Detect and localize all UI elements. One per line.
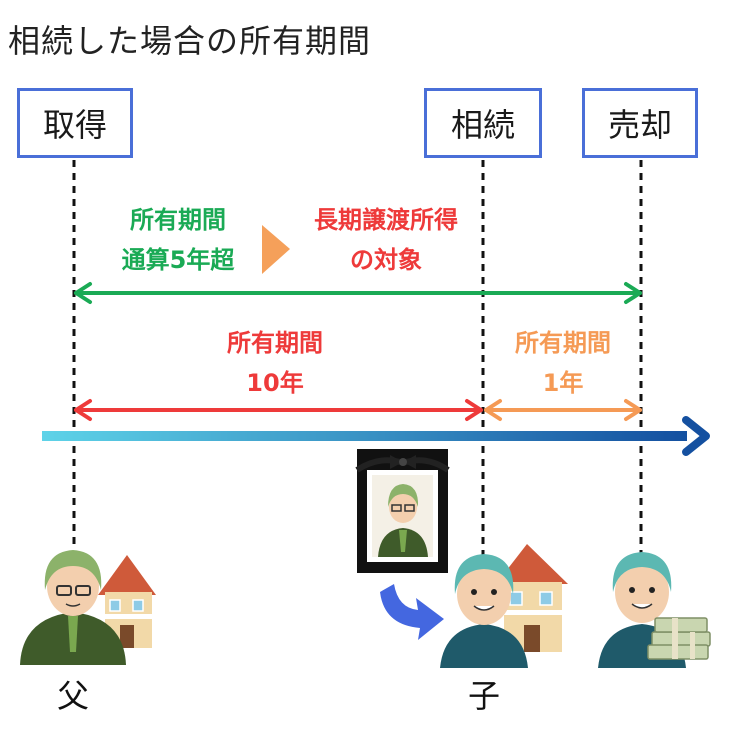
long-term-line1: 長期譲渡所得 [314, 206, 458, 234]
total-period-arrow [74, 282, 642, 304]
father-period-label: 所有期間 10年 [195, 323, 355, 403]
father-period-line2: 10年 [246, 369, 304, 397]
child-house-icon [496, 544, 568, 652]
triangle-arrow-icon [262, 225, 290, 274]
curved-arrow-icon [380, 584, 444, 640]
child-period-arrow [484, 399, 642, 421]
father-person-icon [20, 550, 126, 665]
sell-box: 売却 [582, 88, 698, 158]
father-period-line1: 所有期間 [227, 329, 323, 357]
page-title: 相続した場合の所有期間 [8, 22, 372, 60]
child-period-line2: 1年 [542, 369, 584, 397]
child-period-label: 所有期間 1年 [483, 323, 643, 403]
child-period-line1: 所有期間 [515, 329, 611, 357]
long-term-capital-gain-label: 長期譲渡所得 の対象 [288, 200, 484, 280]
father-period-arrow [74, 399, 483, 421]
timeline-arrow [42, 416, 710, 456]
portrait-frame-icon [355, 449, 450, 573]
money-stack-icon [647, 617, 711, 660]
child-caption: 子 [468, 677, 501, 715]
long-term-line2: の対象 [350, 246, 422, 274]
acquire-box: 取得 [17, 88, 133, 158]
father-caption: 父 [57, 677, 90, 715]
child-person-icon [440, 554, 528, 668]
father-house-icon [98, 555, 156, 648]
total-period-line2: 通算5年超 [121, 246, 235, 274]
vertical-dashed-lines [72, 160, 643, 560]
total-period-label: 所有期間 通算5年超 [95, 200, 261, 280]
inherit-box: 相続 [424, 88, 542, 158]
total-period-line1: 所有期間 [130, 206, 226, 234]
